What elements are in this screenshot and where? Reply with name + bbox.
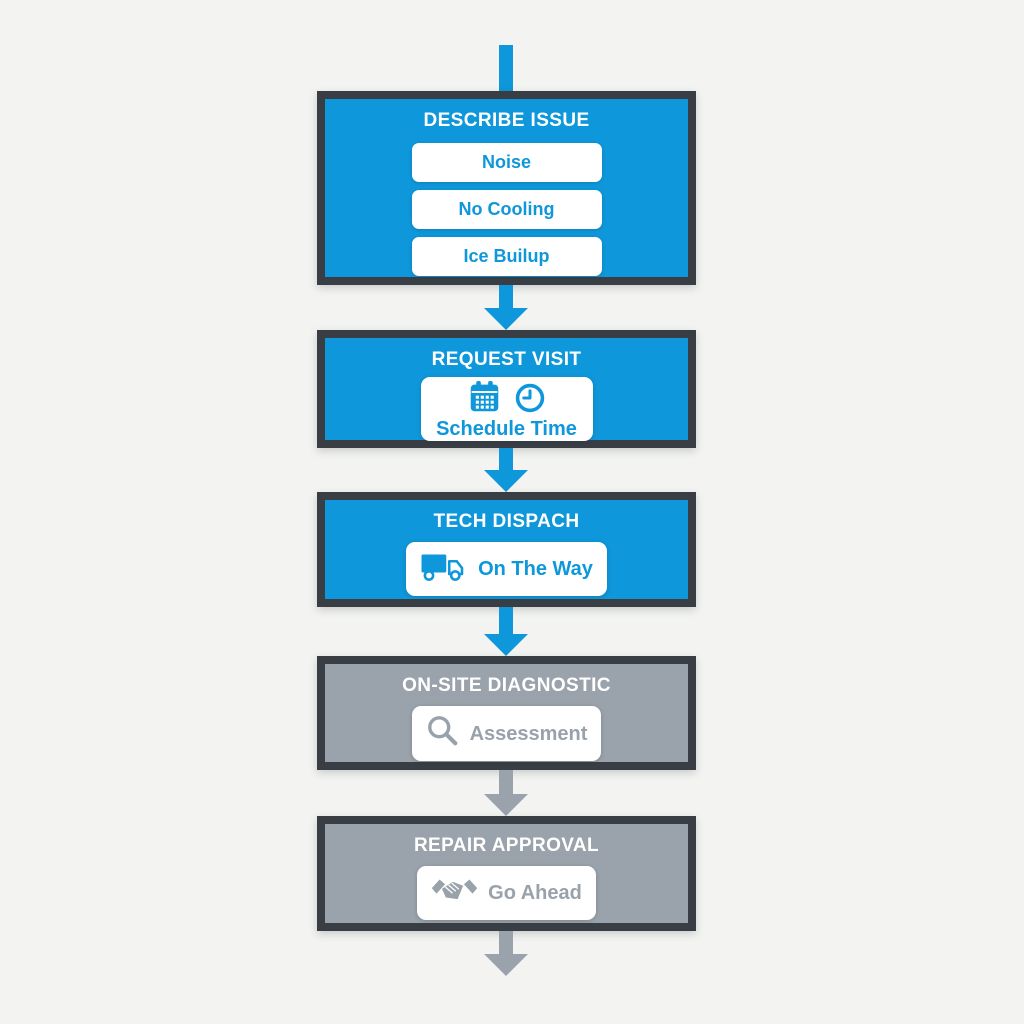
- flow-arrow-down-icon: [484, 954, 528, 976]
- flow-arrow-down-icon: [484, 634, 528, 656]
- step-repair-approval: REPAIR APPROVAL Go Ahead: [317, 816, 696, 931]
- issue-option-no-cooling[interactable]: No Cooling: [411, 190, 602, 229]
- step-title: TECH DISPACH: [433, 511, 580, 532]
- flow-arrow-shaft: [499, 607, 513, 635]
- issue-options: Noise No Cooling Ice Builup: [411, 143, 602, 276]
- card-label: On The Way: [478, 558, 593, 580]
- issue-option-ice-builup[interactable]: Ice Builup: [411, 237, 602, 276]
- flow-arrow-shaft: [499, 770, 513, 795]
- step-request-visit: REQUEST VISIT: [317, 330, 696, 448]
- assessment-card[interactable]: Assessment: [411, 706, 602, 761]
- clock-icon: [514, 382, 546, 419]
- card-label: Assessment: [469, 722, 588, 745]
- step-describe-issue: DESCRIBE ISSUE Noise No Cooling Ice Buil…: [317, 91, 696, 285]
- flow-arrow-down-icon: [484, 308, 528, 330]
- step-title: DESCRIBE ISSUE: [423, 110, 590, 131]
- schedule-icons: [468, 381, 546, 419]
- step-title: ON-SITE DIAGNOSTIC: [402, 675, 611, 696]
- issue-option-noise[interactable]: Noise: [411, 143, 602, 182]
- flow-arrow-down-icon: [484, 470, 528, 492]
- on-the-way-card[interactable]: On The Way: [406, 542, 607, 596]
- handshake-icon: [431, 874, 478, 912]
- step-title: REPAIR APPROVAL: [413, 835, 600, 856]
- schedule-time-card[interactable]: Schedule Time: [420, 377, 593, 441]
- magnifier-icon: [426, 714, 460, 753]
- flow-arrow-shaft: [499, 285, 513, 310]
- flow-arrow-down-icon: [484, 794, 528, 816]
- flow-line-in: [499, 45, 513, 92]
- truck-icon: [420, 550, 468, 588]
- step-title: REQUEST VISIT: [431, 349, 582, 370]
- calendar-icon: [468, 381, 501, 419]
- step-tech-dispatch: TECH DISPACH On The Way: [317, 492, 696, 607]
- card-label: Schedule Time: [436, 418, 577, 440]
- flow-arrow-shaft: [499, 448, 513, 472]
- card-label: Go Ahead: [488, 882, 582, 904]
- go-ahead-card[interactable]: Go Ahead: [417, 866, 596, 920]
- step-onsite-diagnostic: ON-SITE DIAGNOSTIC Assessment: [317, 656, 696, 770]
- flow-arrow-shaft: [499, 931, 513, 955]
